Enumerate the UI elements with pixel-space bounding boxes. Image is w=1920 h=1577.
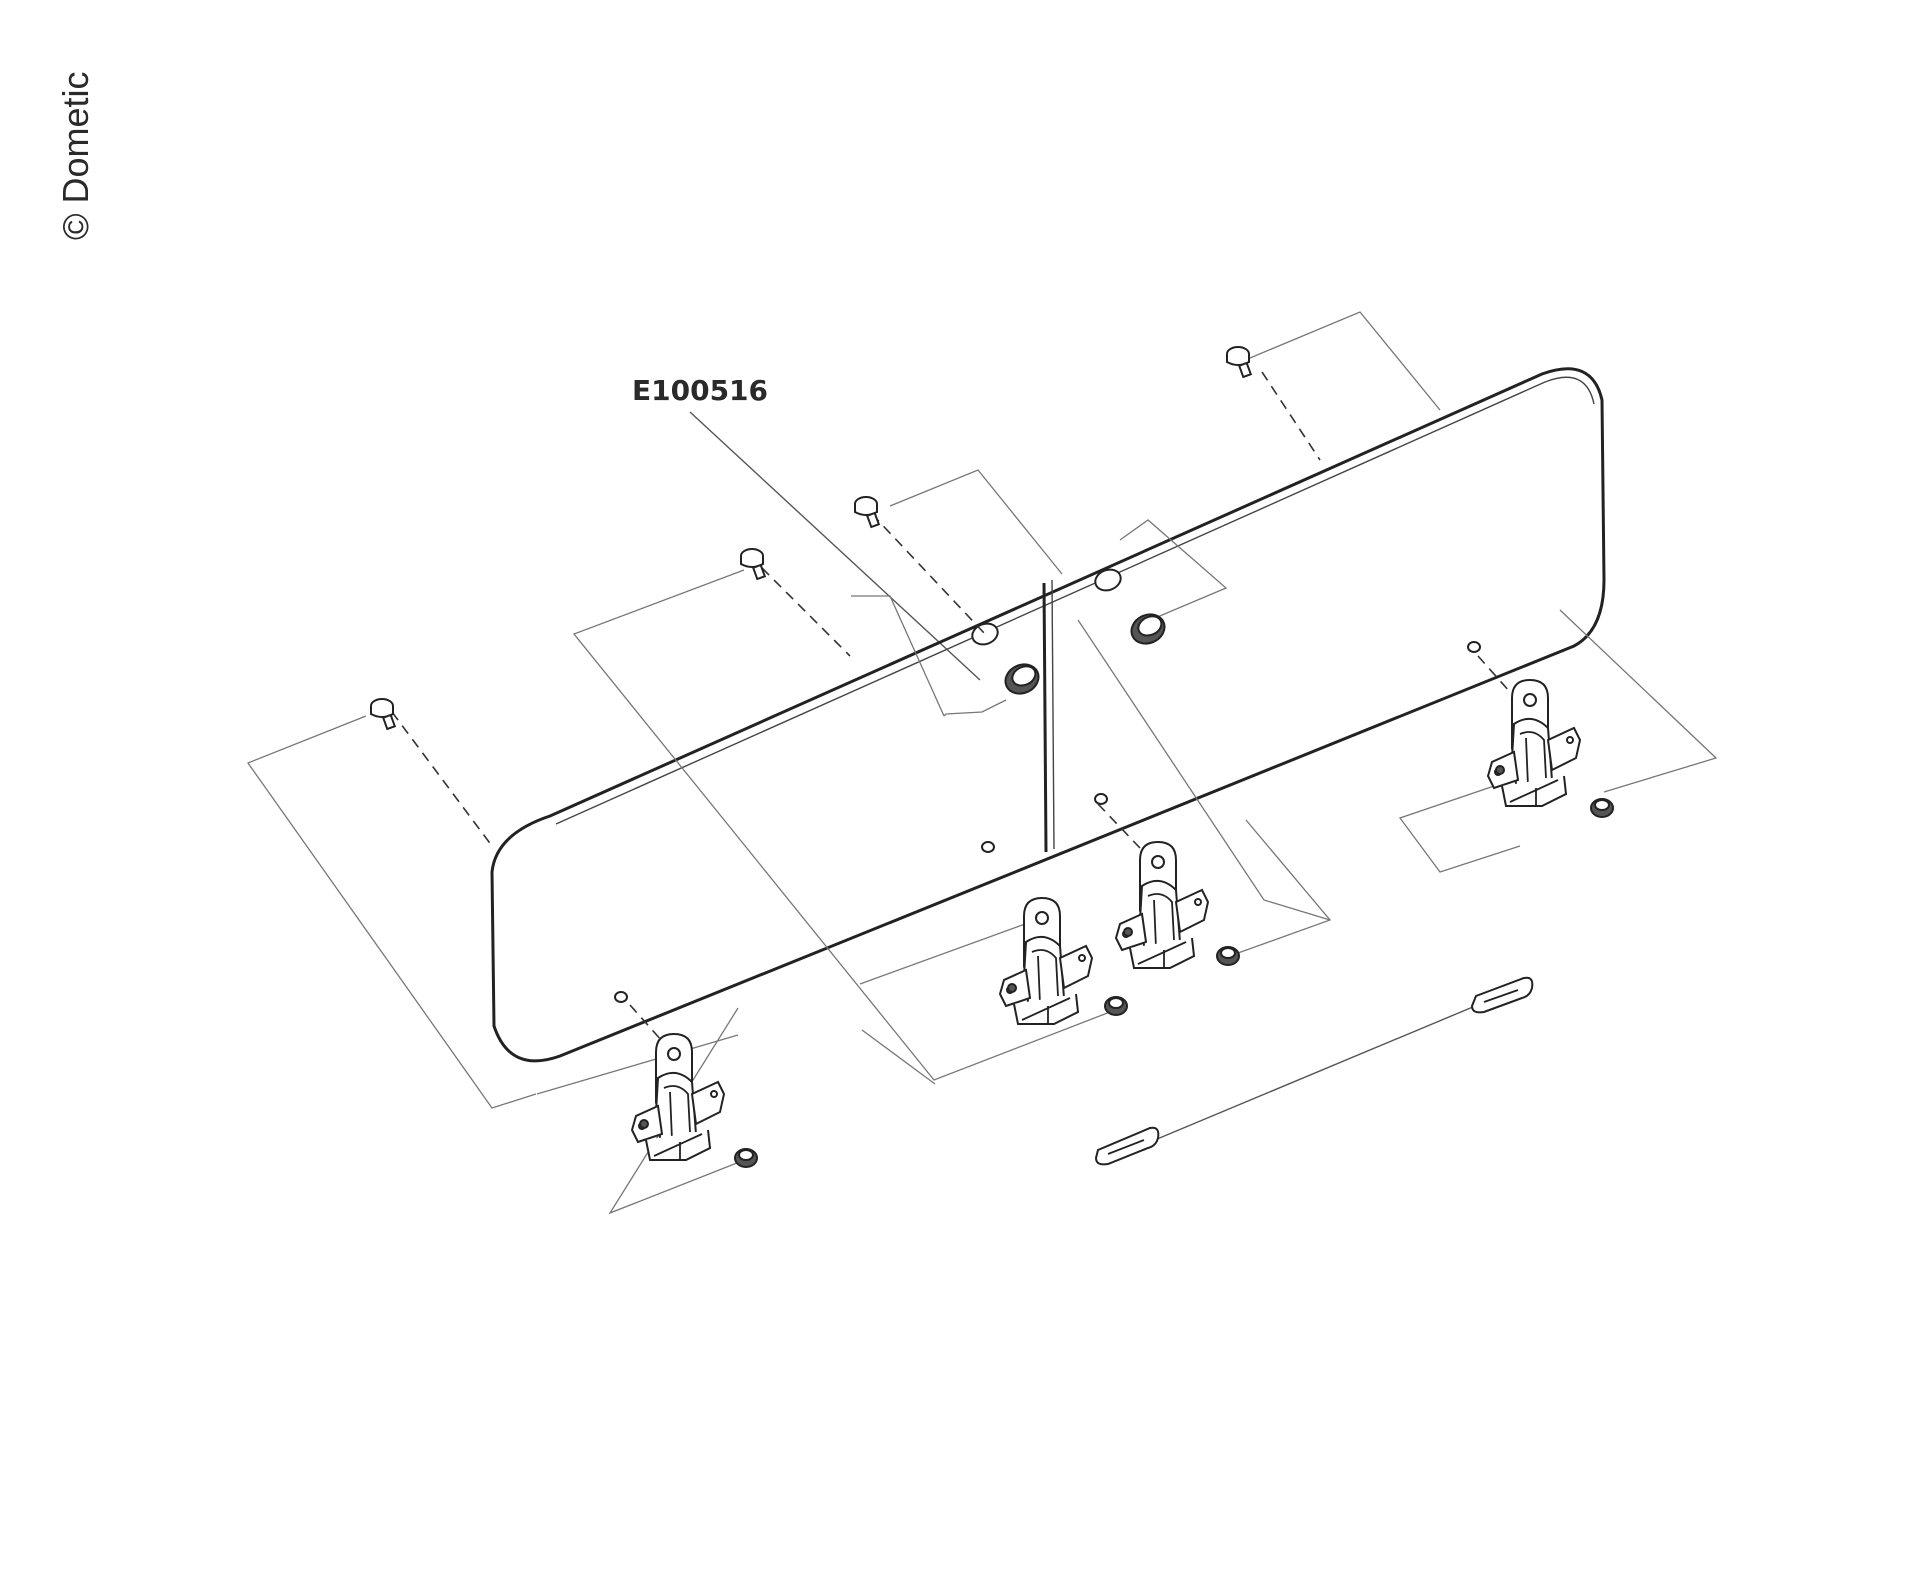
panel-outline [490,367,1606,1063]
part-number-leader [689,411,981,681]
nut-3 [1216,946,1240,966]
hinge-2 [999,897,1093,1025]
panel-hole-left [971,622,999,646]
panel-hole-right [1094,568,1122,592]
screw-1 [370,698,396,731]
panel-assembly [490,367,1606,1063]
connector-plates [1094,976,1534,1166]
screw-3 [854,496,880,529]
hinge-3 [1115,841,1209,969]
panel-grommets [999,608,1171,700]
assembly-guide-lines [246,311,1718,1215]
screw-4 [1226,346,1252,379]
nut-1 [734,1148,758,1168]
copyright-text: © Dometic [55,71,96,240]
fastener-screws [370,346,1252,731]
hinge-brackets [631,679,1581,1161]
nut-4 [1590,798,1614,818]
panel-split-line [1042,582,1048,853]
screw-2 [740,548,766,581]
hinge-4 [1487,679,1581,807]
part-number-label: E100516 [632,374,768,407]
grommet-left [999,658,1045,700]
nut-2 [1104,996,1128,1016]
